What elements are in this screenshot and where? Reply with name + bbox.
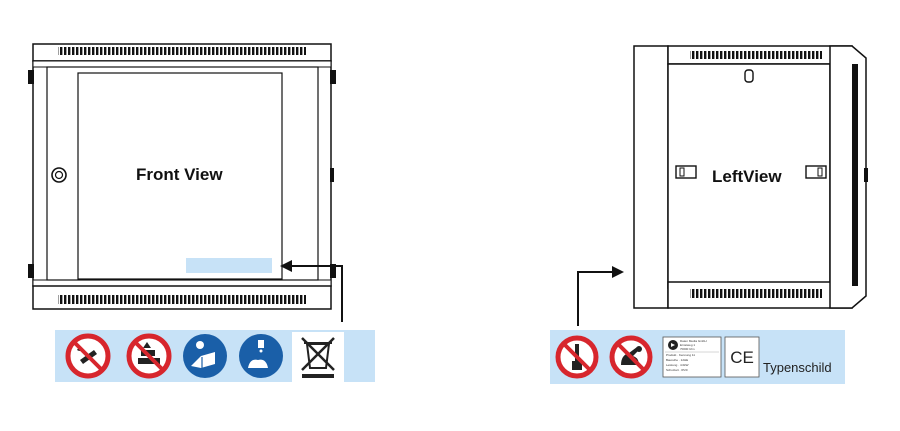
ce-mark: CE [724, 336, 760, 378]
svg-text:CE: CE [730, 348, 754, 367]
no-stacking-icon [126, 333, 172, 379]
left-view-cabinet [633, 45, 868, 309]
rating-plate: Daten Media GmbH Ernstweg 1 70000 Ulm Pr… [662, 336, 722, 378]
left-bottom-vent [690, 289, 822, 298]
svg-text:Schutzart · IP20: Schutzart · IP20 [666, 368, 688, 372]
left-arrow [577, 266, 624, 326]
front-view-cabinet [28, 43, 336, 310]
plate-text-lines: Daten Media GmbH Ernstweg 1 70000 Ulm Pr… [666, 339, 707, 372]
svg-text:70000 Ulm: 70000 Ulm [680, 347, 695, 351]
weee-disposal-icon [292, 332, 344, 382]
svg-text:Ernstweg 1: Ernstweg 1 [680, 343, 695, 347]
svg-text:Produkt · Kennung 11: Produkt · Kennung 11 [666, 353, 695, 357]
no-hand-hazard-icon [609, 335, 653, 379]
left-latch-icon [675, 165, 697, 179]
front-bottom-vent [58, 295, 306, 304]
typenschild-caption: Typenschild [763, 360, 832, 375]
svg-text:Leistung · 4.0kW: Leistung · 4.0kW [666, 363, 689, 367]
no-tools-icon [555, 335, 599, 379]
left-view-title: LeftView [712, 167, 782, 186]
front-top-vent [58, 47, 306, 55]
wash-hands-icon [239, 334, 283, 378]
front-typenschild-placeholder [186, 258, 272, 273]
svg-text:Daten Media GmbH: Daten Media GmbH [680, 339, 707, 343]
no-fire-icon [65, 333, 111, 379]
svg-text:Baureihe · 12HE: Baureihe · 12HE [666, 358, 688, 362]
front-view-title: Front View [136, 165, 223, 184]
side-lock-slot-icon [744, 69, 754, 83]
front-arrow [280, 260, 343, 322]
left-top-vent [690, 51, 822, 59]
read-manual-icon [183, 334, 227, 378]
right-latch-icon [805, 165, 827, 179]
front-glass-door [77, 72, 283, 280]
